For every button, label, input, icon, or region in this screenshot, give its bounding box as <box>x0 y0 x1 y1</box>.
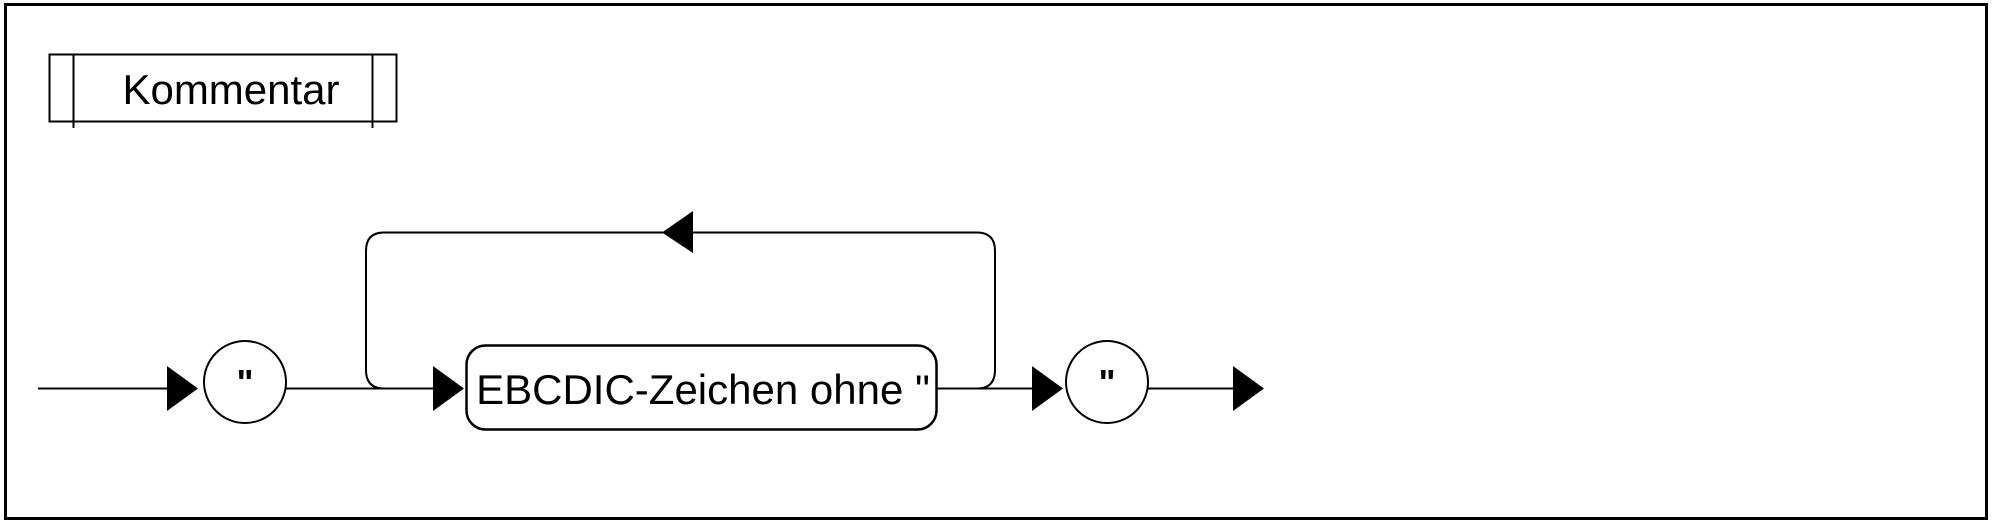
end-terminal-circle <box>1065 340 1149 424</box>
figure-border <box>4 3 1988 520</box>
start-terminal-circle <box>203 340 287 424</box>
title-box <box>48 53 398 123</box>
loop-back-arrow-icon <box>662 211 693 253</box>
start-terminal-label: " <box>236 362 253 403</box>
start-terminal-group: " <box>203 340 287 424</box>
repeat-box <box>465 344 938 431</box>
exit-arrow-icon <box>1233 366 1264 411</box>
entry-arrow-icon <box>167 366 198 411</box>
end-terminal-group: " <box>1065 340 1149 424</box>
end-terminal-label: " <box>1098 362 1115 403</box>
post-box-arrow-icon <box>1032 366 1063 411</box>
repeat-box-label: EBCDIC-Zeichen ohne " <box>476 366 930 413</box>
repeat-box-group: EBCDIC-Zeichen ohne " <box>465 344 938 431</box>
title-box-group: Kommentar <box>48 53 398 128</box>
pre-box-arrow-icon <box>433 366 464 411</box>
diagram-title: Kommentar <box>122 66 339 113</box>
